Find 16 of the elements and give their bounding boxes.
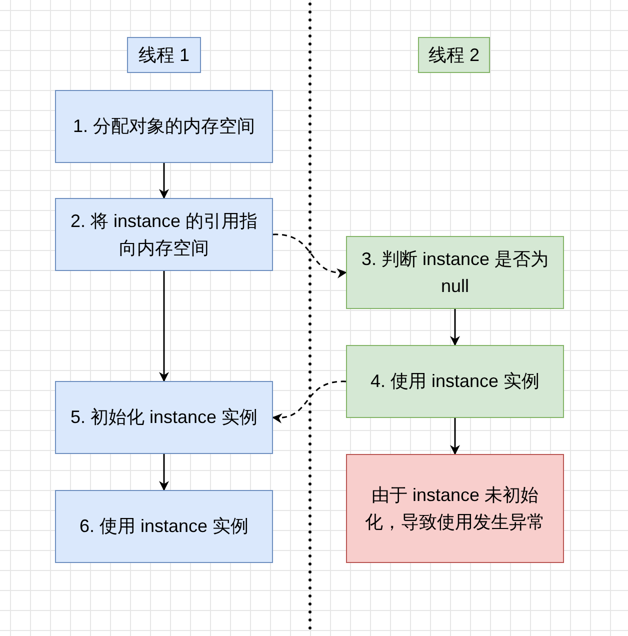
lane-header: 线程 2 xyxy=(418,37,490,73)
lane-header: 线程 1 xyxy=(127,37,201,73)
process-box: 2. 将 instance 的引用指向内存空间 xyxy=(55,198,273,271)
arrow xyxy=(272,234,347,278)
arrow xyxy=(450,418,460,455)
process-box: 1. 分配对象的内存空间 xyxy=(55,90,273,163)
arrow xyxy=(159,271,169,382)
arrow xyxy=(450,309,460,346)
arrow xyxy=(159,454,169,491)
error-box: 由于 instance 未初始化，导致使用发生异常 xyxy=(346,454,564,563)
process-box: 6. 使用 instance 实例 xyxy=(55,490,273,563)
arrow xyxy=(159,163,169,199)
process-box: 3. 判断 instance 是否为 null xyxy=(346,236,564,309)
process-box: 5. 初始化 instance 实例 xyxy=(55,381,273,454)
arrow xyxy=(272,380,346,423)
process-box: 4. 使用 instance 实例 xyxy=(346,345,564,418)
